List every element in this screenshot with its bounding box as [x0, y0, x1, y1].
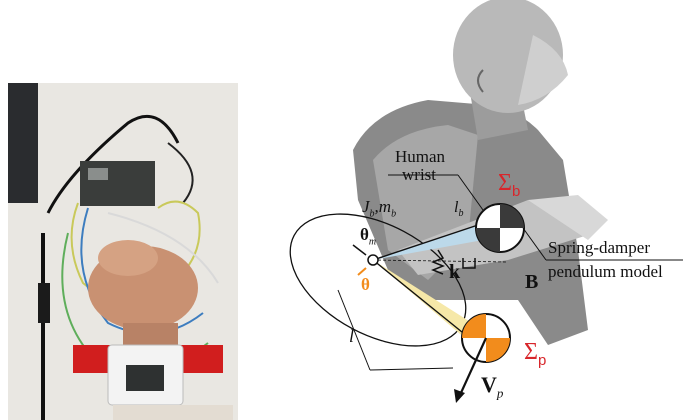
- sigma-p-label: Σp: [524, 339, 547, 369]
- body-frame-disc: [475, 203, 525, 253]
- B-label: B: [525, 271, 539, 293]
- cable-ferrite: [38, 283, 50, 323]
- theta-label: θ: [361, 275, 370, 294]
- sigma-b-label: Σb: [498, 170, 521, 200]
- beam-yellow: [373, 260, 483, 345]
- usb-cable: [46, 114, 180, 214]
- damper: [462, 258, 476, 269]
- human-wrist-label-1: Human: [395, 147, 446, 166]
- spring: [430, 249, 446, 275]
- k-label: k: [449, 261, 461, 283]
- l-label: l: [349, 326, 355, 346]
- velocity-label: Vp: [481, 372, 504, 401]
- laptop-edge: [8, 83, 38, 203]
- ear: [477, 69, 484, 93]
- theta-m-label: θm: [360, 225, 377, 248]
- velocity-arrow: [458, 337, 488, 396]
- pendulum-diagram: [289, 0, 683, 403]
- device-photo: [8, 83, 238, 420]
- spring-damper-label-1: Spring-damper: [548, 238, 650, 257]
- microcontroller-board: [80, 161, 155, 206]
- inertia-mass-label: Jb,mb: [362, 197, 397, 220]
- spring-damper-label-2: pendulum model: [548, 262, 663, 281]
- pivot-point: [367, 254, 379, 266]
- theta-arrow: [357, 267, 367, 276]
- human-wrist-label-2: wrist: [402, 165, 436, 184]
- lb-label: lb: [454, 199, 464, 220]
